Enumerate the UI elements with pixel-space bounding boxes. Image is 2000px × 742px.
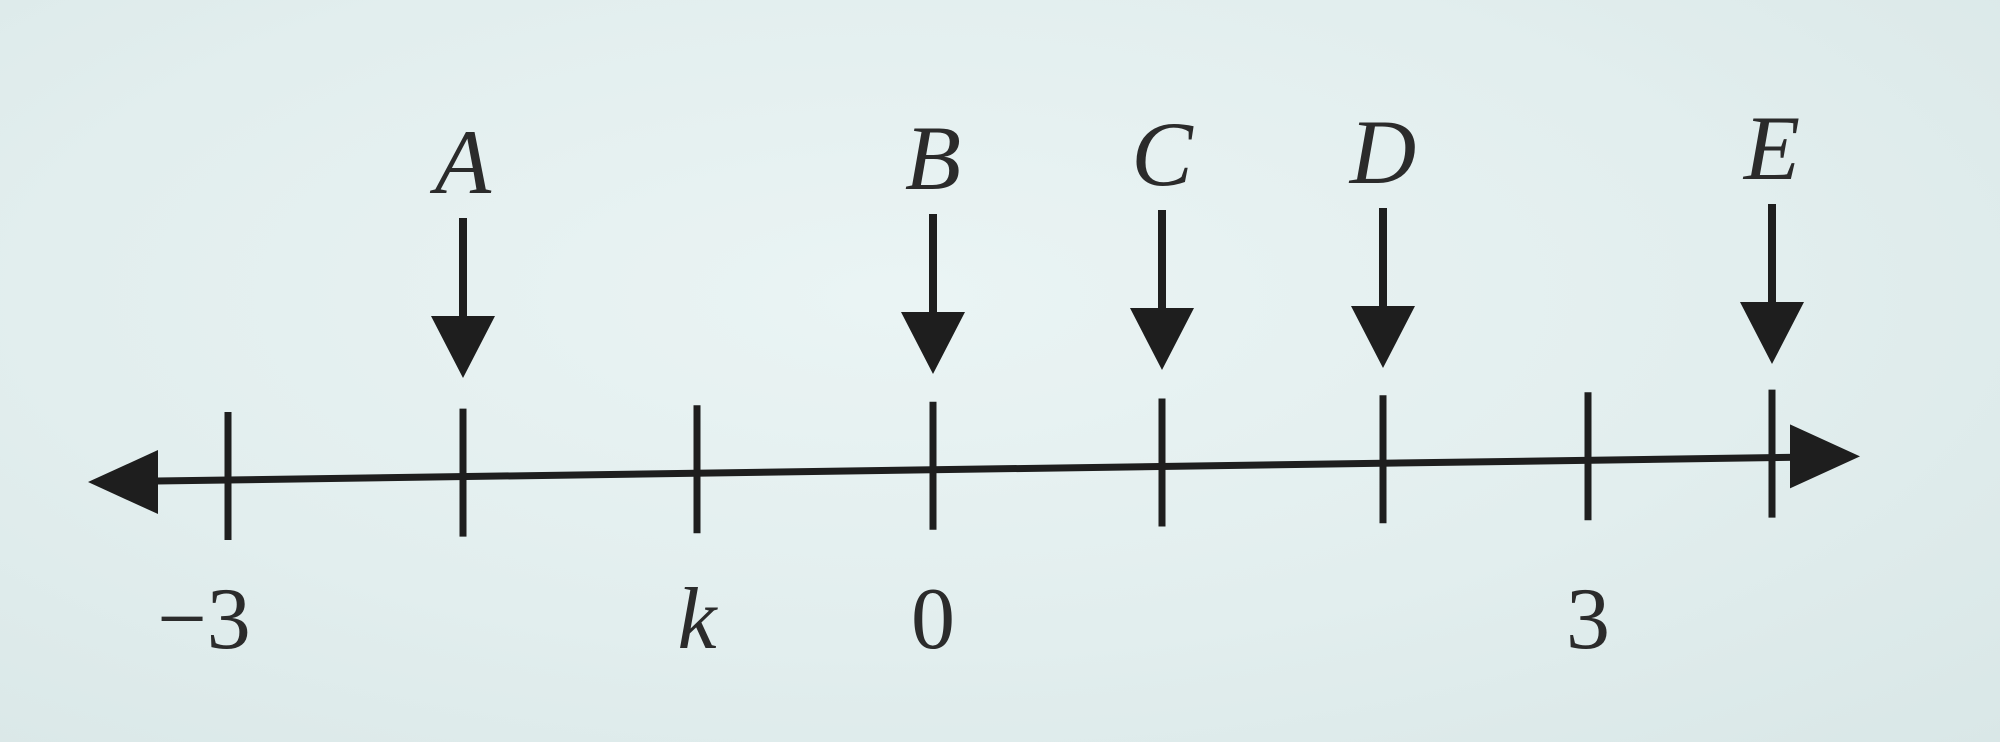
down-arrow-icon bbox=[1351, 306, 1415, 368]
axis-line bbox=[129, 453, 1821, 485]
right-arrow-icon bbox=[1790, 424, 1860, 489]
number-line-axis bbox=[88, 424, 1860, 515]
point-label: A bbox=[429, 111, 492, 213]
point-label: E bbox=[1742, 97, 1800, 199]
point-marker-b: B bbox=[901, 107, 965, 374]
point-marker-c: C bbox=[1130, 103, 1194, 370]
point-label: D bbox=[1348, 101, 1416, 203]
tick-label: 3 bbox=[1566, 571, 1610, 668]
point-label: C bbox=[1131, 103, 1194, 205]
tick-label: k bbox=[677, 571, 718, 668]
point-marker-a: A bbox=[429, 111, 495, 378]
tick-labels: −3 k 0 3 bbox=[157, 571, 1610, 668]
down-arrow-icon bbox=[901, 312, 965, 374]
down-arrow-icon bbox=[431, 316, 495, 378]
down-arrow-icon bbox=[1130, 308, 1194, 370]
down-arrow-icon bbox=[1740, 302, 1804, 364]
tick-label: −3 bbox=[157, 571, 251, 668]
point-markers: A B C D E bbox=[429, 97, 1804, 378]
tick-label: 0 bbox=[911, 571, 955, 668]
tick-marks bbox=[224, 389, 1776, 540]
point-marker-e: E bbox=[1740, 97, 1804, 364]
point-marker-d: D bbox=[1348, 101, 1416, 368]
point-label: B bbox=[905, 107, 961, 209]
left-arrow-icon bbox=[88, 450, 158, 515]
